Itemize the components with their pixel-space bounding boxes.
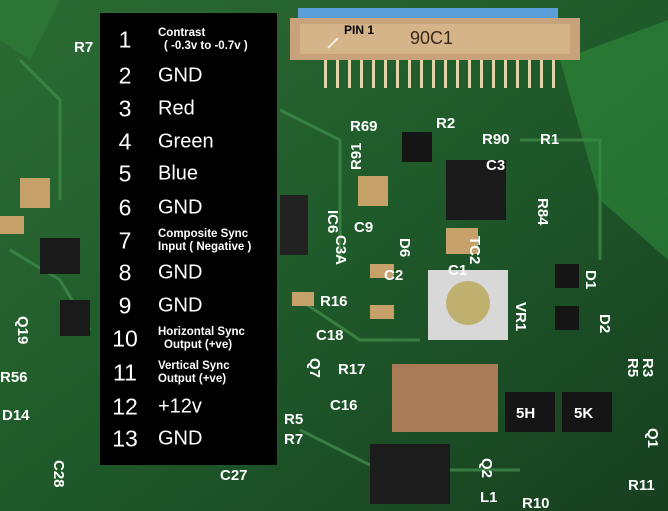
pin-label: Green bbox=[158, 130, 214, 153]
pin-row-2: 2 GND bbox=[100, 60, 277, 92]
ribbon-connector bbox=[290, 8, 580, 88]
svg-text:D1: D1 bbox=[582, 270, 599, 289]
connector-code: 90C1 bbox=[410, 28, 453, 48]
svg-text:R91: R91 bbox=[348, 142, 365, 170]
pin-number: 8 bbox=[118, 259, 132, 286]
svg-text:C18: C18 bbox=[316, 327, 344, 344]
pin-row-12: 12 +12v bbox=[100, 391, 277, 423]
svg-text:R16: R16 bbox=[320, 293, 348, 310]
pin-number: 1 bbox=[118, 26, 132, 53]
svg-text:R90: R90 bbox=[482, 131, 510, 148]
svg-text:Q19: Q19 bbox=[14, 316, 31, 344]
svg-text:R17: R17 bbox=[338, 361, 366, 378]
pin-number: 13 bbox=[112, 425, 138, 452]
pin-label: Red bbox=[158, 97, 195, 120]
components bbox=[0, 132, 612, 504]
pin-row-3: 3 Red bbox=[100, 93, 277, 125]
pin-row-6: 6 GND bbox=[100, 192, 277, 224]
svg-text:R56: R56 bbox=[0, 369, 28, 386]
pin-number: 9 bbox=[118, 292, 132, 319]
pin-label: GND bbox=[158, 261, 203, 284]
svg-text:5K: 5K bbox=[574, 405, 593, 422]
silkscreen-labels: R69 R2 R90 R1 R91 C3 IC6 C9 C3A R84 D6 T… bbox=[0, 39, 661, 511]
pin-number: 5 bbox=[118, 160, 132, 187]
pin-number: 6 bbox=[118, 194, 132, 221]
svg-text:C27: C27 bbox=[220, 467, 248, 484]
pin-number: 7 bbox=[118, 227, 132, 254]
svg-text:R3: R3 bbox=[639, 358, 656, 377]
svg-text:R7: R7 bbox=[74, 39, 93, 56]
pin-number: 2 bbox=[118, 62, 132, 89]
svg-text:5H: 5H bbox=[516, 405, 535, 422]
svg-text:Q2: Q2 bbox=[478, 458, 495, 478]
svg-text:R69: R69 bbox=[350, 118, 378, 135]
pin1-marker: PIN 1 bbox=[344, 23, 374, 37]
pin-row-8: 8 GND bbox=[100, 257, 277, 289]
svg-text:C1: C1 bbox=[448, 262, 467, 279]
svg-text:R11: R11 bbox=[628, 477, 655, 494]
svg-text:R7: R7 bbox=[284, 431, 303, 448]
svg-text:R10: R10 bbox=[522, 495, 550, 511]
svg-text:R5: R5 bbox=[624, 358, 641, 377]
pin-label: GND bbox=[158, 64, 203, 87]
svg-text:Q1: Q1 bbox=[644, 428, 661, 448]
svg-text:IC6: IC6 bbox=[324, 210, 341, 233]
pin-label: +12v bbox=[158, 395, 202, 418]
pin-number: 4 bbox=[118, 128, 132, 155]
svg-text:D2: D2 bbox=[596, 314, 613, 333]
pin-row-5: 5 Blue bbox=[100, 158, 277, 190]
svg-text:R84: R84 bbox=[534, 198, 551, 226]
svg-text:C16: C16 bbox=[330, 397, 358, 414]
pin-row-9: 9 GND bbox=[100, 290, 277, 322]
svg-text:C2: C2 bbox=[384, 267, 403, 284]
svg-text:C9: C9 bbox=[354, 219, 373, 236]
svg-text:C28: C28 bbox=[50, 460, 67, 488]
svg-text:D6: D6 bbox=[396, 238, 413, 257]
svg-text:R2: R2 bbox=[436, 115, 455, 132]
svg-text:D14: D14 bbox=[2, 407, 30, 424]
pinout-legend: 1 Contrast( -0.3v to -0.7v ) 2 GND 3 Red… bbox=[100, 13, 277, 465]
pin-number: 12 bbox=[112, 393, 138, 420]
svg-text:VR1: VR1 bbox=[512, 302, 529, 331]
svg-text:C3: C3 bbox=[486, 157, 505, 174]
pin-row-1: 1 Contrast( -0.3v to -0.7v ) bbox=[100, 24, 277, 56]
pin-label: GND bbox=[158, 196, 203, 219]
pin-number: 10 bbox=[112, 325, 138, 352]
svg-text:Q7: Q7 bbox=[306, 358, 323, 378]
pin-number: 3 bbox=[118, 95, 132, 122]
pin-row-4: 4 Green bbox=[100, 126, 277, 158]
svg-text:TC2: TC2 bbox=[466, 236, 483, 264]
svg-text:L1: L1 bbox=[480, 489, 498, 506]
svg-text:R5: R5 bbox=[284, 411, 303, 428]
pin-number: 11 bbox=[113, 359, 137, 386]
svg-text:R1: R1 bbox=[540, 131, 559, 148]
pin-label: GND bbox=[158, 294, 203, 317]
pin-row-13: 13 GND bbox=[100, 423, 277, 455]
pin-label: Blue bbox=[158, 162, 199, 185]
pin-label: Contrast( -0.3v to -0.7v ) bbox=[158, 27, 248, 52]
pin-label: GND bbox=[158, 427, 203, 450]
svg-text:C3A: C3A bbox=[332, 235, 349, 265]
